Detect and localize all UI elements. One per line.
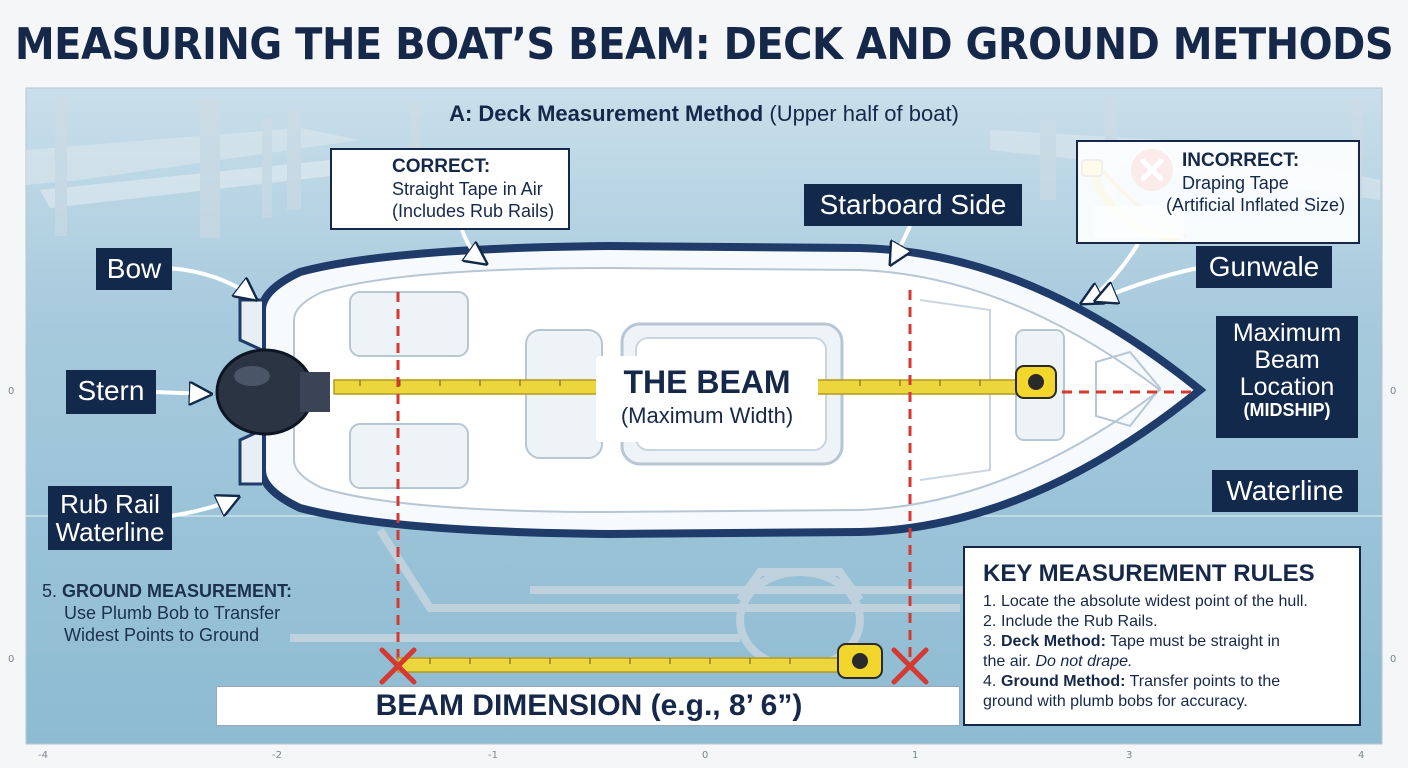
incorrect-callout-head: INCORRECT: xyxy=(1182,150,1300,171)
max-beam-line1: Maximum xyxy=(1232,319,1342,347)
dock-left xyxy=(26,96,420,238)
x-tick-7: 4 xyxy=(1358,750,1365,761)
beam-dimension-text: BEAM DIMENSION (e.g., 8’ 6”) xyxy=(375,689,803,722)
label-rub-rail-line2: Waterline xyxy=(55,517,165,548)
beam-dimension-bar: BEAM DIMENSION (e.g., 8’ 6”) xyxy=(216,686,960,726)
rule-2: 2.Include the Rub Rails. xyxy=(983,613,1158,630)
label-stern: Stern xyxy=(66,370,156,414)
correct-callout-line2: (Includes Rub Rails) xyxy=(392,201,555,221)
x-tick-4: 0 xyxy=(702,750,709,761)
y-tick-left-upper: 0 xyxy=(8,386,15,397)
rule-4: 4.Ground Method: Transfer points to the xyxy=(983,673,1281,690)
y-tick-right-upper: 0 xyxy=(1390,386,1397,397)
label-max-beam-location: Maximum Beam Location (MIDSHIP) xyxy=(1216,316,1358,438)
max-beam-line2: Beam xyxy=(1254,346,1320,374)
section-heading-prefix: A: Deck Measurement Method xyxy=(449,101,764,126)
ground-tape-measure xyxy=(397,643,883,679)
rule-4-bold: Ground Method: xyxy=(1001,673,1126,690)
rule-2-text: Include the Rub Rails. xyxy=(1001,613,1158,630)
label-waterline: Waterline xyxy=(1212,470,1358,512)
rule-3-cont-text: the air. xyxy=(983,653,1036,670)
rule-1-text: Locate the absolute widest point of the … xyxy=(1001,593,1308,610)
x-tick-6: 3 xyxy=(1126,750,1133,761)
rule-4-cont: ground with plumb bobs for accuracy. xyxy=(983,693,1248,710)
max-beam-line4: (MIDSHIP) xyxy=(1243,400,1331,420)
x-tick-5: 1 xyxy=(912,750,919,761)
x-tick-1: -4 xyxy=(38,750,48,761)
y-tick-left-lower: 0 xyxy=(8,654,15,665)
correct-callout-head: CORRECT: xyxy=(392,156,491,177)
section-heading-suffix: (Upper half of boat) xyxy=(763,101,959,126)
rule-3: 3.Deck Method: Tape must be straight in xyxy=(983,633,1280,650)
beam-label: THE BEAM (Maximum Width) xyxy=(596,356,818,442)
label-gunwale: Gunwale xyxy=(1196,246,1332,288)
key-rules-heading: KEY MEASUREMENT RULES xyxy=(983,560,1315,587)
label-rub-rail-waterline: Rub Rail Waterline xyxy=(48,486,172,550)
incorrect-callout-line2: (Artificial Inflated Size) xyxy=(1166,195,1346,215)
page-title: MEASURING THE BOAT’S BEAM: DECK AND GROU… xyxy=(14,20,1394,70)
incorrect-callout: INCORRECT: Draping Tape (Artificial Infl… xyxy=(1076,140,1360,244)
beam-label-sub: (Maximum Width) xyxy=(620,403,794,428)
key-rules-box: KEY MEASUREMENT RULES 1.Locate the absol… xyxy=(963,546,1361,726)
label-bow: Bow xyxy=(96,248,172,290)
outboard-motor xyxy=(215,348,330,436)
ground-mark-left xyxy=(379,647,417,685)
ground-measurement-prefix: 5. xyxy=(42,581,63,601)
rule-4-text: Transfer points to the xyxy=(1125,673,1281,690)
incorrect-callout-line1: Draping Tape xyxy=(1182,173,1289,193)
rule-3-bold: Deck Method: xyxy=(1001,633,1106,650)
ground-measurement-line1: Use Plumb Bob to Transfer xyxy=(64,603,281,623)
rule-3-italic: Do not drape. xyxy=(1035,653,1133,670)
max-beam-line3: Location xyxy=(1239,373,1335,401)
ground-measurement-head: GROUND MEASUREMENT: xyxy=(62,581,293,601)
rule-3-cont: the air. Do not drape. xyxy=(983,652,1345,672)
label-starboard-side: Starboard Side xyxy=(804,184,1022,226)
correct-callout-line1: Straight Tape in Air xyxy=(392,179,543,199)
label-rub-rail-line1: Rub Rail xyxy=(60,489,160,519)
beam-label-main: THE BEAM xyxy=(623,364,791,400)
plumb-lines xyxy=(396,290,1196,660)
callout-arrows xyxy=(153,225,1199,518)
ground-measurement-note: 5. GROUND MEASUREMENT: Use Plumb Bob to … xyxy=(42,580,322,646)
ground-measurement-line2: Widest Points to Ground xyxy=(64,625,260,645)
section-heading: A: Deck Measurement Method (Upper half o… xyxy=(0,101,1408,127)
correct-callout: CORRECT: Straight Tape in Air (Includes … xyxy=(330,148,570,230)
x-tick-3: -1 xyxy=(488,750,498,761)
rule-1: 1.Locate the absolute widest point of th… xyxy=(983,593,1308,610)
rule-3-text: Tape must be straight in xyxy=(1105,633,1280,650)
ground-mark-right xyxy=(891,647,929,685)
y-tick-right-lower: 0 xyxy=(1390,654,1397,665)
x-tick-2: -2 xyxy=(272,750,282,761)
